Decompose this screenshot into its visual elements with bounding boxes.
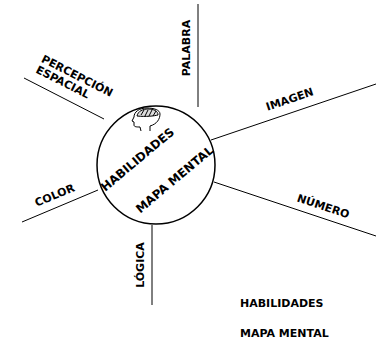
spoke-line [152, 225, 153, 305]
note-label: MAPA MENTAL [240, 328, 329, 340]
note-label: HABILIDADES [240, 298, 324, 310]
spoke-label: PERCEPCIÓN ESPACIAL [34, 53, 115, 110]
spoke-label: IMAGEN [265, 86, 316, 113]
spoke-line [198, 4, 199, 107]
spoke-label: NÚMERO [295, 193, 350, 222]
spoke-label: COLOR [33, 182, 76, 209]
spoke-label: LÓGICA [135, 242, 147, 288]
head-illustration [132, 108, 160, 131]
center-circle: HABILIDADESMAPA MENTAL [96, 105, 216, 225]
spoke-line [214, 182, 376, 236]
spoke-line [211, 84, 376, 140]
spoke-label: PALABRA [181, 20, 193, 76]
